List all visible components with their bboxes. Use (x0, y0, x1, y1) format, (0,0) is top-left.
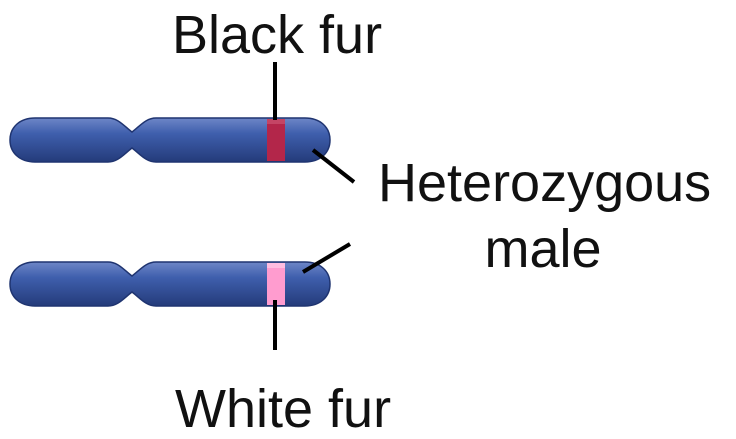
heterozygous-pointer-top (313, 150, 354, 182)
heterozygous-pointer-bottom (303, 244, 350, 272)
diagram-stage: Black fur Heterozygous male White fur (0, 0, 736, 430)
heterozygous-label-line1: Heterozygous (378, 156, 708, 210)
heterozygous-male-label: Heterozygous male (378, 156, 708, 276)
black-fur-band (267, 119, 285, 161)
white-fur-band (267, 263, 285, 305)
white-fur-label: White fur (175, 382, 391, 436)
heterozygous-label-line2: male (378, 222, 708, 276)
black-fur-label: Black fur (172, 8, 382, 62)
chromosome-bottom (10, 262, 330, 306)
chromosome-top (10, 118, 330, 162)
